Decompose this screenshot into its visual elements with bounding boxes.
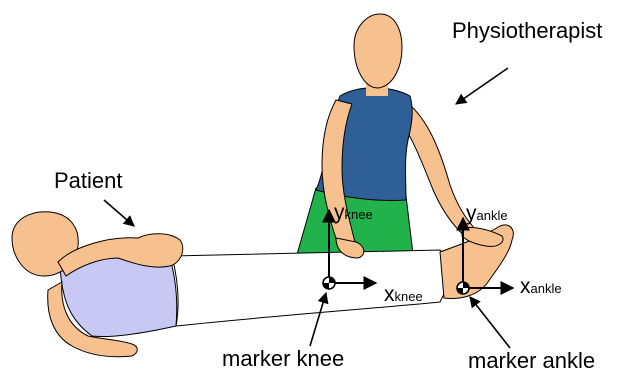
patient-pointer-arrow (104, 200, 134, 226)
patient-figure (12, 212, 513, 357)
marker-ankle-pointer-arrow (470, 297, 510, 348)
x-knee-label: xknee (384, 284, 423, 305)
y-ankle-label-main: y (466, 202, 477, 225)
patient-label: Patient (54, 170, 123, 192)
physiotherapist-label: Physiotherapist (452, 20, 602, 42)
y-ankle-label-sub: ankle (477, 208, 508, 223)
marker-knee-label: marker knee (222, 348, 344, 370)
y-knee-label-main: y (334, 201, 345, 224)
x-ankle-label: xankle (520, 276, 562, 297)
x-ankle-label-sub: ankle (531, 281, 562, 296)
x-knee-label-main: x (384, 283, 395, 306)
marker-ankle-label: marker ankle (468, 350, 595, 372)
x-knee-label-sub: knee (395, 289, 423, 304)
x-ankle-label-main: x (520, 275, 531, 298)
physiotherapist-figure (296, 14, 478, 262)
y-knee-label: yknee (334, 202, 373, 223)
y-knee-label-sub: knee (345, 207, 373, 222)
physiotherapist-head (354, 14, 402, 88)
y-ankle-label: yankle (466, 203, 508, 224)
physiotherapist-pointer-arrow (456, 68, 508, 104)
